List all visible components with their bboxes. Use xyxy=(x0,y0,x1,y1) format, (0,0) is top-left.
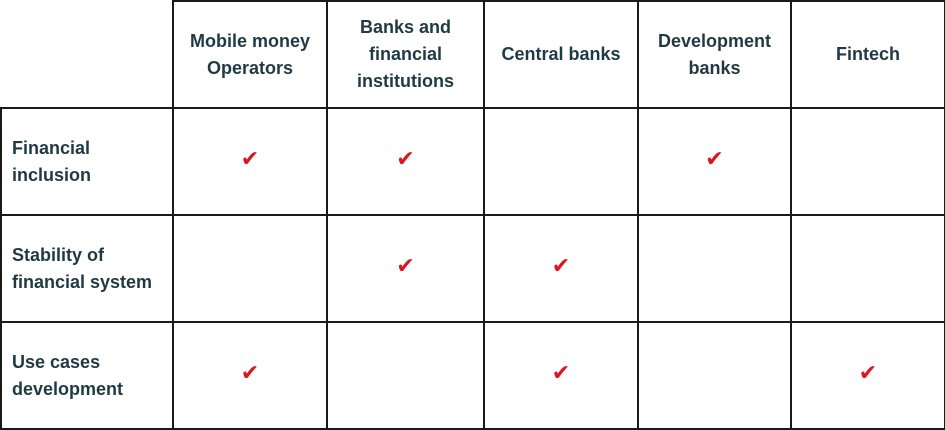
column-header-mobile-money: Mobile money Operators xyxy=(172,0,328,109)
matrix-cell xyxy=(790,214,945,323)
checkmark-icon: ✔ xyxy=(396,146,415,171)
matrix-cell: ✔ xyxy=(790,321,945,430)
matrix-cell: ✔ xyxy=(637,107,792,216)
column-header-banks: Banks and financial institutions xyxy=(326,0,485,109)
checkmark-icon: ✔ xyxy=(240,146,260,171)
table-row: Use cases development ✔ ✔ ✔ xyxy=(0,321,945,430)
checkmark-icon: ✔ xyxy=(858,360,878,385)
matrix-cell: ✔ xyxy=(483,214,639,323)
matrix-cell xyxy=(483,107,639,216)
matrix-cell: ✔ xyxy=(172,107,328,216)
header-row: Mobile money Operators Banks and financi… xyxy=(1,0,945,109)
matrix-cell: ✔ xyxy=(483,321,639,430)
matrix-cell: ✔ xyxy=(326,214,485,323)
table-row: Financial inclusion ✔ ✔ ✔ xyxy=(0,107,945,216)
matrix-cell: ✔ xyxy=(326,107,485,216)
checkmark-icon: ✔ xyxy=(551,253,571,278)
checkmark-icon: ✔ xyxy=(551,360,571,385)
table-row: Stability of financial system ✔ ✔ xyxy=(0,214,945,323)
row-header-use-cases: Use cases development xyxy=(0,321,174,430)
row-header-financial-inclusion: Financial inclusion xyxy=(0,107,174,216)
row-header-stability: Stability of financial system xyxy=(0,214,174,323)
checkmark-icon: ✔ xyxy=(240,360,260,385)
checkmark-icon: ✔ xyxy=(705,146,724,171)
matrix-cell: ✔ xyxy=(172,321,328,430)
matrix-cell xyxy=(637,214,792,323)
column-header-development-banks: Development banks xyxy=(637,0,792,109)
matrix-cell xyxy=(172,214,328,323)
matrix-cell xyxy=(637,321,792,430)
column-header-fintech: Fintech xyxy=(790,0,945,109)
matrix-cell xyxy=(790,107,945,216)
column-header-central-banks: Central banks xyxy=(483,0,639,109)
checkmark-icon: ✔ xyxy=(396,253,415,278)
corner-cell xyxy=(1,1,174,109)
matrix-cell xyxy=(326,321,485,430)
